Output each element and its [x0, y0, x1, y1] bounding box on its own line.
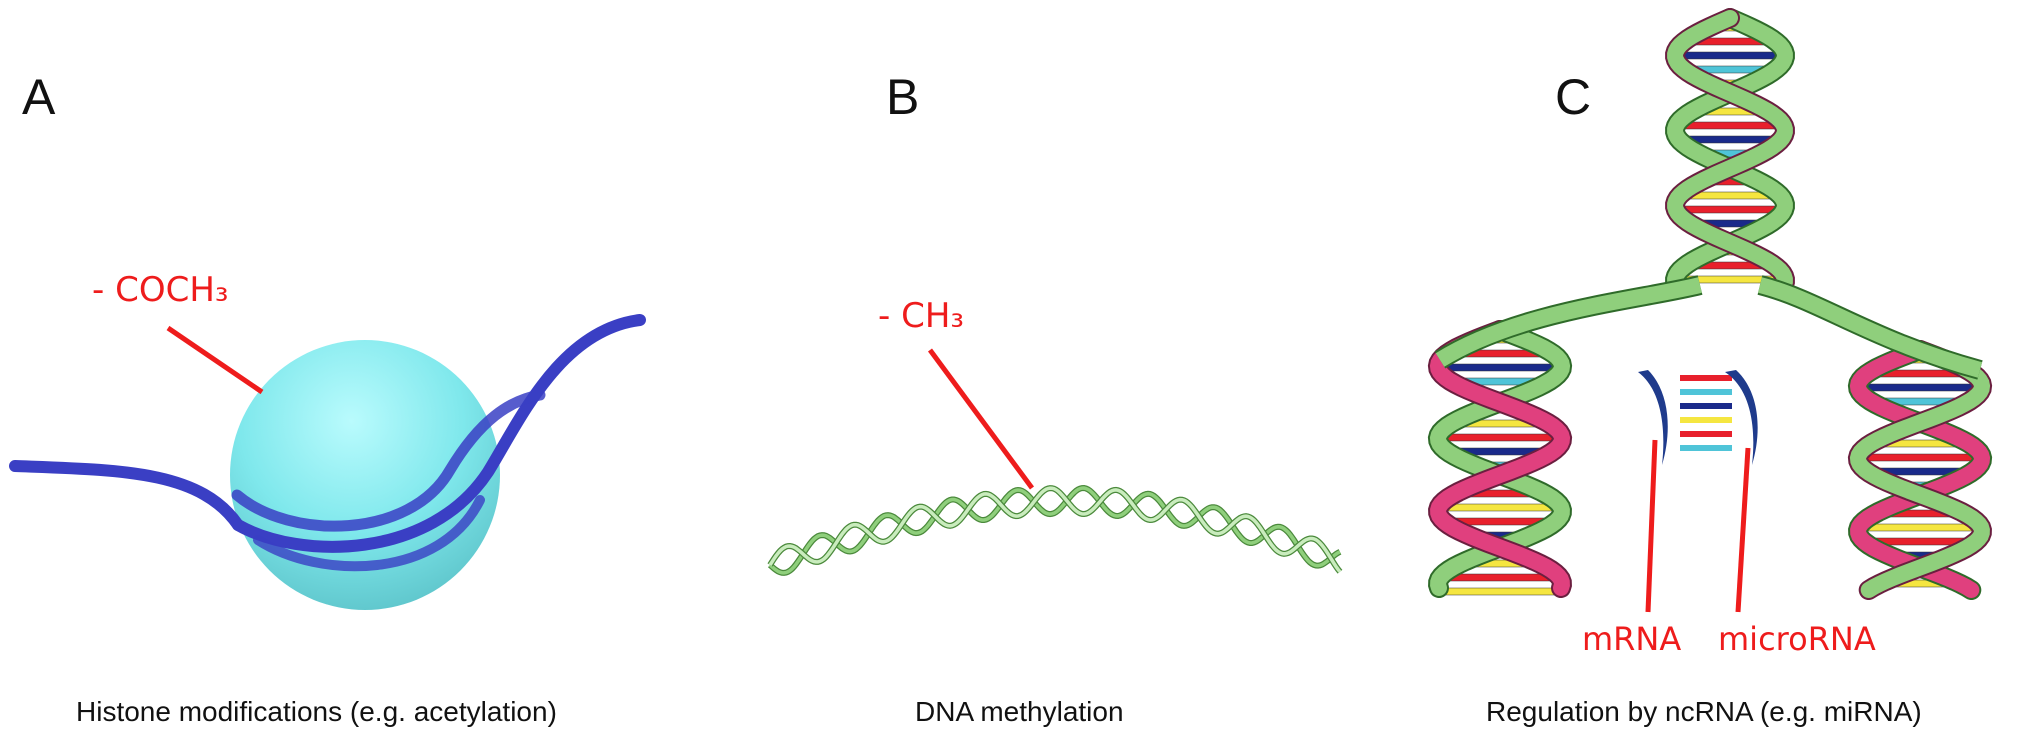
panel-histone-modification: A - COCH₃ Histone modifications (e.g. ac…	[0, 0, 700, 748]
nucleosome-sphere-icon	[9, 314, 646, 610]
caption-methylation: DNA methylation	[915, 696, 1124, 727]
base-pair	[1438, 363, 1562, 372]
panel-letter-b: B	[886, 69, 920, 125]
base-pair	[1678, 121, 1782, 130]
microrna-base	[1680, 431, 1732, 437]
microrna-strand-icon	[1638, 370, 1758, 465]
caption-ncrna: Regulation by ncRNA (e.g. miRNA)	[1486, 696, 1922, 727]
base-pair	[1859, 453, 1981, 462]
methyl-group-label: - CH₃	[878, 296, 965, 336]
microrna-label: microRNA	[1718, 620, 1876, 658]
base-pair	[1860, 523, 1980, 532]
backbone-b	[1849, 342, 1991, 598]
microrna-base	[1680, 389, 1732, 395]
backbone-b	[1667, 10, 1793, 293]
microrna-base	[1680, 403, 1732, 409]
base-pair	[1439, 433, 1561, 442]
mrna-strand	[1638, 370, 1668, 465]
panel-letter-c: C	[1555, 69, 1592, 125]
microrna-pointer-line	[1735, 447, 1751, 613]
mrna-pointer-line	[1645, 439, 1658, 613]
right-helix	[1847, 340, 1993, 600]
acetyl-pointer-line	[166, 325, 264, 395]
backbone-a	[1849, 342, 1991, 598]
base-pair	[1443, 573, 1557, 582]
dna-strand-2-outline	[767, 485, 1343, 574]
microrna-base	[1680, 445, 1732, 451]
dna-strand-left	[9, 460, 244, 531]
helix-fork	[1434, 275, 1983, 380]
left-helix	[1427, 320, 1573, 598]
dna-helix-strands	[767, 484, 1343, 576]
mrna-label: mRNA	[1582, 620, 1682, 658]
acetyl-group-label: - COCH₃	[92, 270, 229, 310]
base-pair	[1858, 383, 1982, 392]
panel-ncrna-regulation: C mRNA microRNA Regulation by ncRNA (e.g…	[1400, 0, 2032, 748]
base-pair	[1440, 503, 1560, 512]
dna-strand-1-outline	[767, 484, 1342, 576]
microrna-base	[1680, 417, 1732, 423]
top-helix	[1665, 8, 1795, 295]
dna-strand-2	[768, 486, 1342, 573]
dna-wrap-2	[253, 495, 485, 572]
microrna-base	[1680, 375, 1732, 381]
base-pair	[1675, 51, 1785, 60]
base-pair	[1438, 587, 1562, 596]
fork-right	[1758, 277, 1983, 378]
dna-strand-1	[768, 486, 1341, 575]
methyl-pointer-line	[927, 348, 1035, 490]
panel-dna-methylation: B - CH₃ DNA methylation	[700, 0, 1400, 748]
dna-strand-right	[232, 314, 646, 553]
panel-letter-a: A	[22, 69, 56, 125]
backbone-b	[1429, 322, 1571, 596]
dna-wrap-1	[231, 389, 546, 532]
fork-left	[1435, 277, 1702, 367]
microrna-strand	[1725, 370, 1758, 465]
dna-helix-icon	[767, 348, 1343, 576]
caption-histone: Histone modifications (e.g. acetylation)	[76, 696, 557, 727]
base-pair	[1674, 205, 1786, 214]
dna-double-helix-icon	[1427, 8, 1993, 613]
